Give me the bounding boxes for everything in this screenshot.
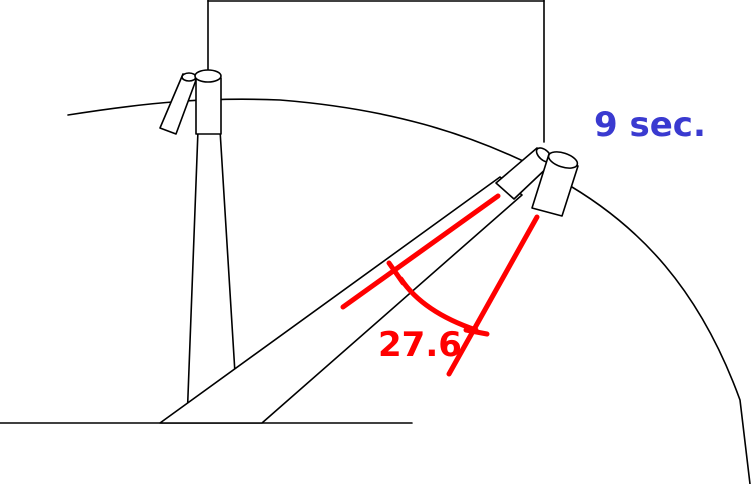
right-hub-icon	[495, 147, 579, 217]
rotor-sweep-arc	[67, 98, 751, 484]
blade-direction-line	[340, 193, 501, 310]
left-hub-icon	[159, 69, 222, 135]
angle-value-label: 27.6	[378, 325, 462, 365]
hub-direction-line	[446, 214, 540, 377]
angle-arc	[398, 276, 479, 333]
angle-measurement	[340, 193, 540, 377]
time-label: 9 sec.	[594, 105, 706, 145]
